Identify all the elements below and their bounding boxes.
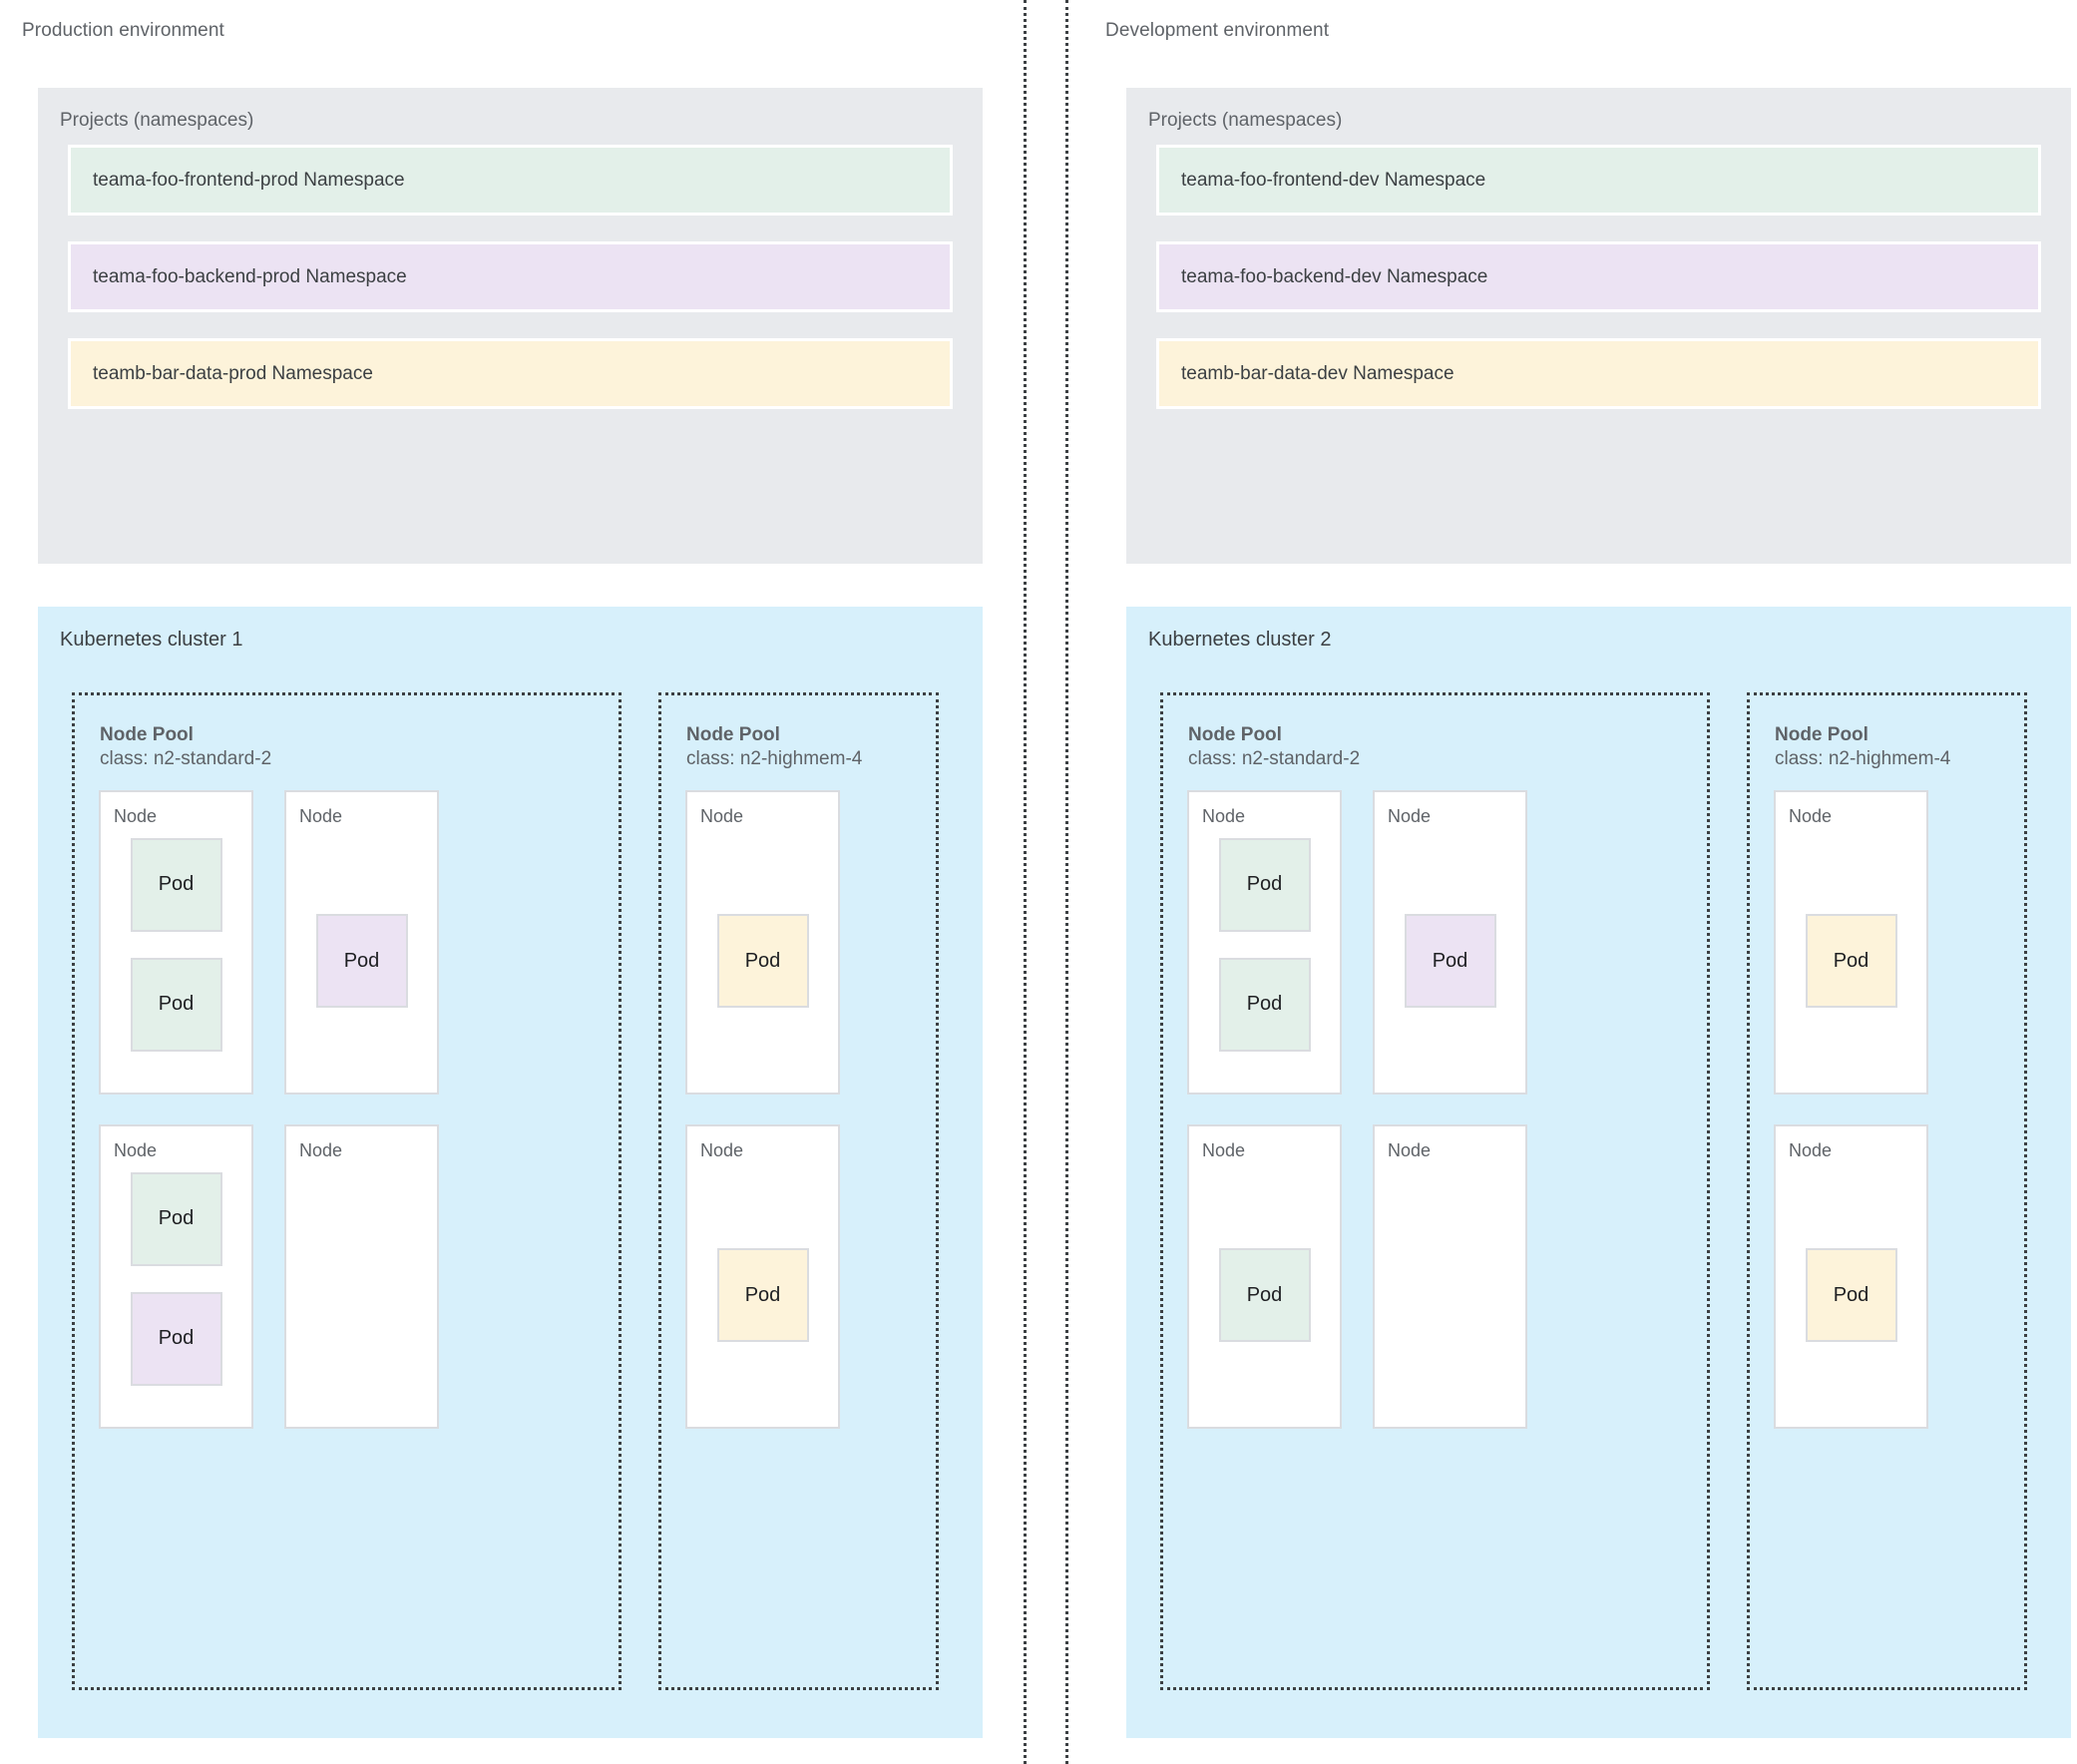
cluster-panel: Kubernetes cluster 2 Node Pool class: n2-s… [1126, 607, 2071, 1738]
environment-title: Development environment [1105, 20, 1330, 41]
node-box[interactable]: Node [284, 1123, 439, 1429]
pod-box[interactable]: Pod [1218, 837, 1311, 932]
cluster-panel: Kubernetes cluster 1 Node Pool class: n2-s… [38, 607, 983, 1738]
node-label: Node [1789, 1139, 1833, 1160]
namespace-box[interactable]: teama-foo-frontend-prod Namespace [68, 145, 953, 216]
node-label: Node [1388, 1139, 1432, 1160]
node-label: Node [299, 805, 343, 826]
environment-divider-left [1024, 0, 1027, 1764]
namespace-list: teama-foo-frontend-prod Namespace teama-f… [68, 145, 953, 409]
node-label: Node [1202, 805, 1246, 826]
pod-box[interactable]: Pod [130, 957, 222, 1052]
pod-box[interactable]: Pod [315, 914, 408, 1009]
node-pool-class: class: n2-highmem-4 [686, 748, 863, 770]
pod-container [1375, 1172, 1525, 1419]
projects-panel-title: Projects (namespaces) [60, 110, 254, 131]
node-pool-class: class: n2-standard-2 [100, 748, 272, 770]
cluster-title: Kubernetes cluster 2 [1148, 629, 1332, 651]
node-pool-header: Node Pool class: n2-standard-2 [100, 723, 619, 772]
environment-divider-right [1065, 0, 1068, 1764]
namespace-box[interactable]: teamb-bar-data-dev Namespace [1156, 338, 2041, 409]
pod-box[interactable]: Pod [1218, 1248, 1311, 1343]
namespace-label: teamb-bar-data-prod Namespace [93, 362, 373, 384]
pod-container: Pod [687, 1172, 838, 1419]
pod-container: Pod [687, 838, 838, 1085]
pod-box[interactable]: Pod [1404, 914, 1496, 1009]
node-box[interactable]: Node [1373, 1123, 1527, 1429]
pod-container: Pod [1189, 1172, 1340, 1419]
namespace-label: teama-foo-backend-dev Namespace [1181, 265, 1488, 287]
projects-panel: Projects (namespaces) teama-foo-frontend-… [38, 88, 983, 564]
namespace-box[interactable]: teama-foo-backend-prod Namespace [68, 241, 953, 312]
namespace-box[interactable]: teamb-bar-data-prod Namespace [68, 338, 953, 409]
node-label: Node [700, 1139, 744, 1160]
node-pool-name: Node Pool [686, 724, 780, 745]
node-pool-class: class: n2-highmem-4 [1775, 748, 1951, 770]
node-pool-name: Node Pool [1188, 724, 1282, 745]
pod-box[interactable]: Pod [130, 837, 222, 932]
node-pool-name: Node Pool [1775, 724, 1869, 745]
cluster-title: Kubernetes cluster 1 [60, 629, 243, 651]
projects-panel-title: Projects (namespaces) [1148, 110, 1343, 131]
projects-panel: Projects (namespaces) teama-foo-frontend-… [1126, 88, 2071, 564]
pod-box[interactable]: Pod [716, 914, 809, 1009]
node-pool-class: class: n2-standard-2 [1188, 748, 1361, 770]
pod-box[interactable]: Pod [1218, 957, 1311, 1052]
node-label: Node [299, 1139, 343, 1160]
node-pool-header: Node Pool class: n2-standard-2 [1188, 723, 1707, 772]
pod-container: Pod [1375, 838, 1525, 1085]
pod-box[interactable]: Pod [130, 1171, 222, 1266]
pod-container: Pod [1776, 1172, 1926, 1419]
namespace-label: teama-foo-frontend-prod Namespace [93, 169, 405, 191]
namespace-box[interactable]: teama-foo-frontend-dev Namespace [1156, 145, 2041, 216]
pod-box[interactable]: Pod [130, 1291, 222, 1386]
namespace-list: teama-foo-frontend-dev Namespace teama-fo… [1156, 145, 2041, 409]
node-pool-header: Node Pool class: n2-highmem-4 [1775, 723, 2024, 772]
pod-box[interactable]: Pod [1805, 1248, 1897, 1343]
pod-box[interactable]: Pod [1805, 914, 1897, 1009]
node-pool-name: Node Pool [100, 724, 194, 745]
node-label: Node [114, 1139, 158, 1160]
namespace-label: teama-foo-backend-prod Namespace [93, 265, 407, 287]
pod-container: Pod [1776, 838, 1926, 1085]
namespace-label: teamb-bar-data-dev Namespace [1181, 362, 1454, 384]
environment-title: Production environment [22, 20, 224, 41]
namespace-box[interactable]: teama-foo-backend-dev Namespace [1156, 241, 2041, 312]
node-label: Node [1789, 805, 1833, 826]
pod-container [286, 1172, 437, 1419]
namespace-label: teama-foo-frontend-dev Namespace [1181, 169, 1486, 191]
node-label: Node [700, 805, 744, 826]
node-label: Node [1388, 805, 1432, 826]
pod-container: Pod [286, 838, 437, 1085]
node-label: Node [114, 805, 158, 826]
pod-box[interactable]: Pod [716, 1248, 809, 1343]
node-label: Node [1202, 1139, 1246, 1160]
node-pool-header: Node Pool class: n2-highmem-4 [686, 723, 936, 772]
